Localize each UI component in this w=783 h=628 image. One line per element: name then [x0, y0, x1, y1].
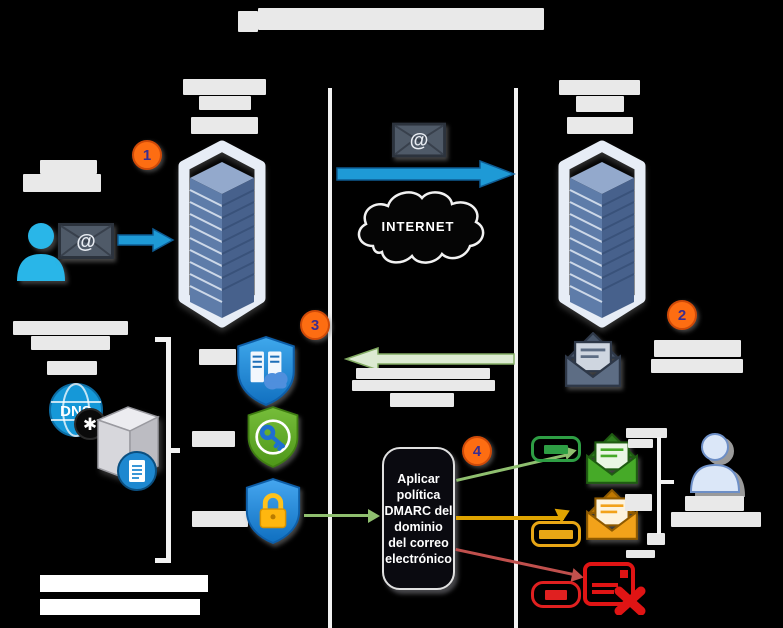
step-3-number: 3	[310, 316, 320, 334]
connector-arrowhead	[368, 509, 380, 523]
dns-records-label-redacted	[13, 321, 128, 335]
policy-line: electrónico	[385, 551, 452, 566]
received-mail-icon	[565, 332, 621, 387]
title-redacted	[238, 11, 258, 32]
received-label-redacted	[651, 359, 743, 373]
bracket-line	[155, 558, 171, 563]
email-at-icon-transit: @	[392, 122, 446, 158]
policy-line: DMARC del	[384, 503, 453, 518]
pass-mail-icon	[586, 433, 638, 484]
dkim-check-shield-icon	[247, 406, 299, 468]
inbox-label-redacted	[628, 439, 653, 448]
recipient-user-icon	[689, 433, 741, 493]
bracket-line	[155, 337, 171, 342]
spf-label-redacted	[199, 349, 236, 365]
bracket-line	[661, 480, 674, 484]
footer-note-redacted	[40, 599, 200, 615]
connector-quarantine	[456, 516, 564, 520]
spf-check-shield-icon	[237, 335, 295, 407]
step-1-badge: 1	[132, 140, 162, 170]
asterisk-icon: ✱	[82, 414, 98, 434]
dns-lookup-label-redacted	[352, 380, 495, 391]
step-2-number: 2	[677, 306, 687, 324]
quarantine-badge-text-redacted	[539, 530, 573, 539]
lane-divider-left	[328, 88, 332, 628]
at-symbol: @	[410, 131, 429, 152]
sender-label-redacted	[40, 160, 97, 174]
connector-dmarc-to-policy	[304, 514, 370, 517]
policy-line: política	[396, 487, 441, 502]
dmarc-check-shield-icon	[245, 478, 301, 545]
pass-badge	[531, 436, 581, 462]
dns-lookup-label-redacted	[356, 368, 490, 379]
bracket-line	[171, 448, 180, 453]
at-symbol: @	[76, 231, 96, 253]
rejected-mail-icon	[583, 562, 646, 615]
dns-records-label-redacted	[31, 336, 110, 350]
sender-column-label-redacted	[191, 117, 258, 134]
sender-user-icon	[17, 223, 65, 281]
recipient-column-label-redacted	[576, 96, 624, 112]
sender-column-label-redacted	[183, 79, 266, 95]
policy-line: dominio	[394, 519, 443, 534]
recipient-label-redacted	[671, 512, 761, 527]
internet-label: INTERNET	[382, 219, 455, 234]
fail-badge	[531, 581, 581, 608]
policy-line: del correo	[388, 535, 449, 550]
title-redacted	[258, 8, 544, 30]
recipient-column-label-redacted	[567, 117, 633, 134]
reject-label-redacted	[626, 550, 655, 558]
quarantine-badge	[531, 521, 581, 547]
sender-label-redacted	[23, 174, 101, 192]
bracket-line	[166, 337, 171, 563]
dns-record-doc-icon	[117, 451, 157, 491]
recipient-label-redacted	[685, 496, 744, 511]
arrow-dns-lookup	[344, 347, 515, 371]
step-2-badge: 2	[667, 300, 697, 330]
arrow-send-over-internet	[336, 160, 516, 188]
dmarc-label-redacted	[192, 511, 248, 527]
dns-lookup-label-redacted	[390, 393, 454, 407]
received-label-redacted	[654, 340, 741, 357]
arrow-sender-to-server	[117, 227, 175, 253]
mail-server-recipient-icon	[558, 140, 646, 328]
sender-column-label-redacted	[199, 96, 251, 110]
pass-badge-text-redacted	[544, 445, 568, 454]
step-3-badge: 3	[300, 310, 330, 340]
recipient-column-label-redacted	[559, 80, 640, 95]
internet-cloud: INTERNET	[357, 191, 485, 264]
step-4-number: 4	[472, 442, 482, 460]
footer-note-redacted	[40, 575, 208, 592]
lane-divider-right	[514, 88, 518, 628]
bracket-line	[657, 437, 661, 534]
email-at-icon-sender: @	[58, 223, 114, 259]
step-4-badge: 4	[462, 436, 492, 466]
reject-label-redacted	[647, 533, 665, 545]
fail-badge-text-redacted	[545, 590, 567, 600]
quarantine-mail-icon	[586, 489, 638, 540]
spam-label-redacted	[625, 494, 652, 511]
dns-records-label-redacted	[47, 361, 97, 375]
inbox-label-redacted	[626, 428, 667, 438]
dmarc-policy-box: Aplicar política DMARC del dominio del c…	[382, 447, 455, 590]
dkim-label-redacted	[192, 431, 235, 447]
step-1-number: 1	[142, 146, 152, 164]
mail-server-sender-icon	[178, 140, 266, 328]
policy-line: Aplicar	[397, 471, 440, 486]
